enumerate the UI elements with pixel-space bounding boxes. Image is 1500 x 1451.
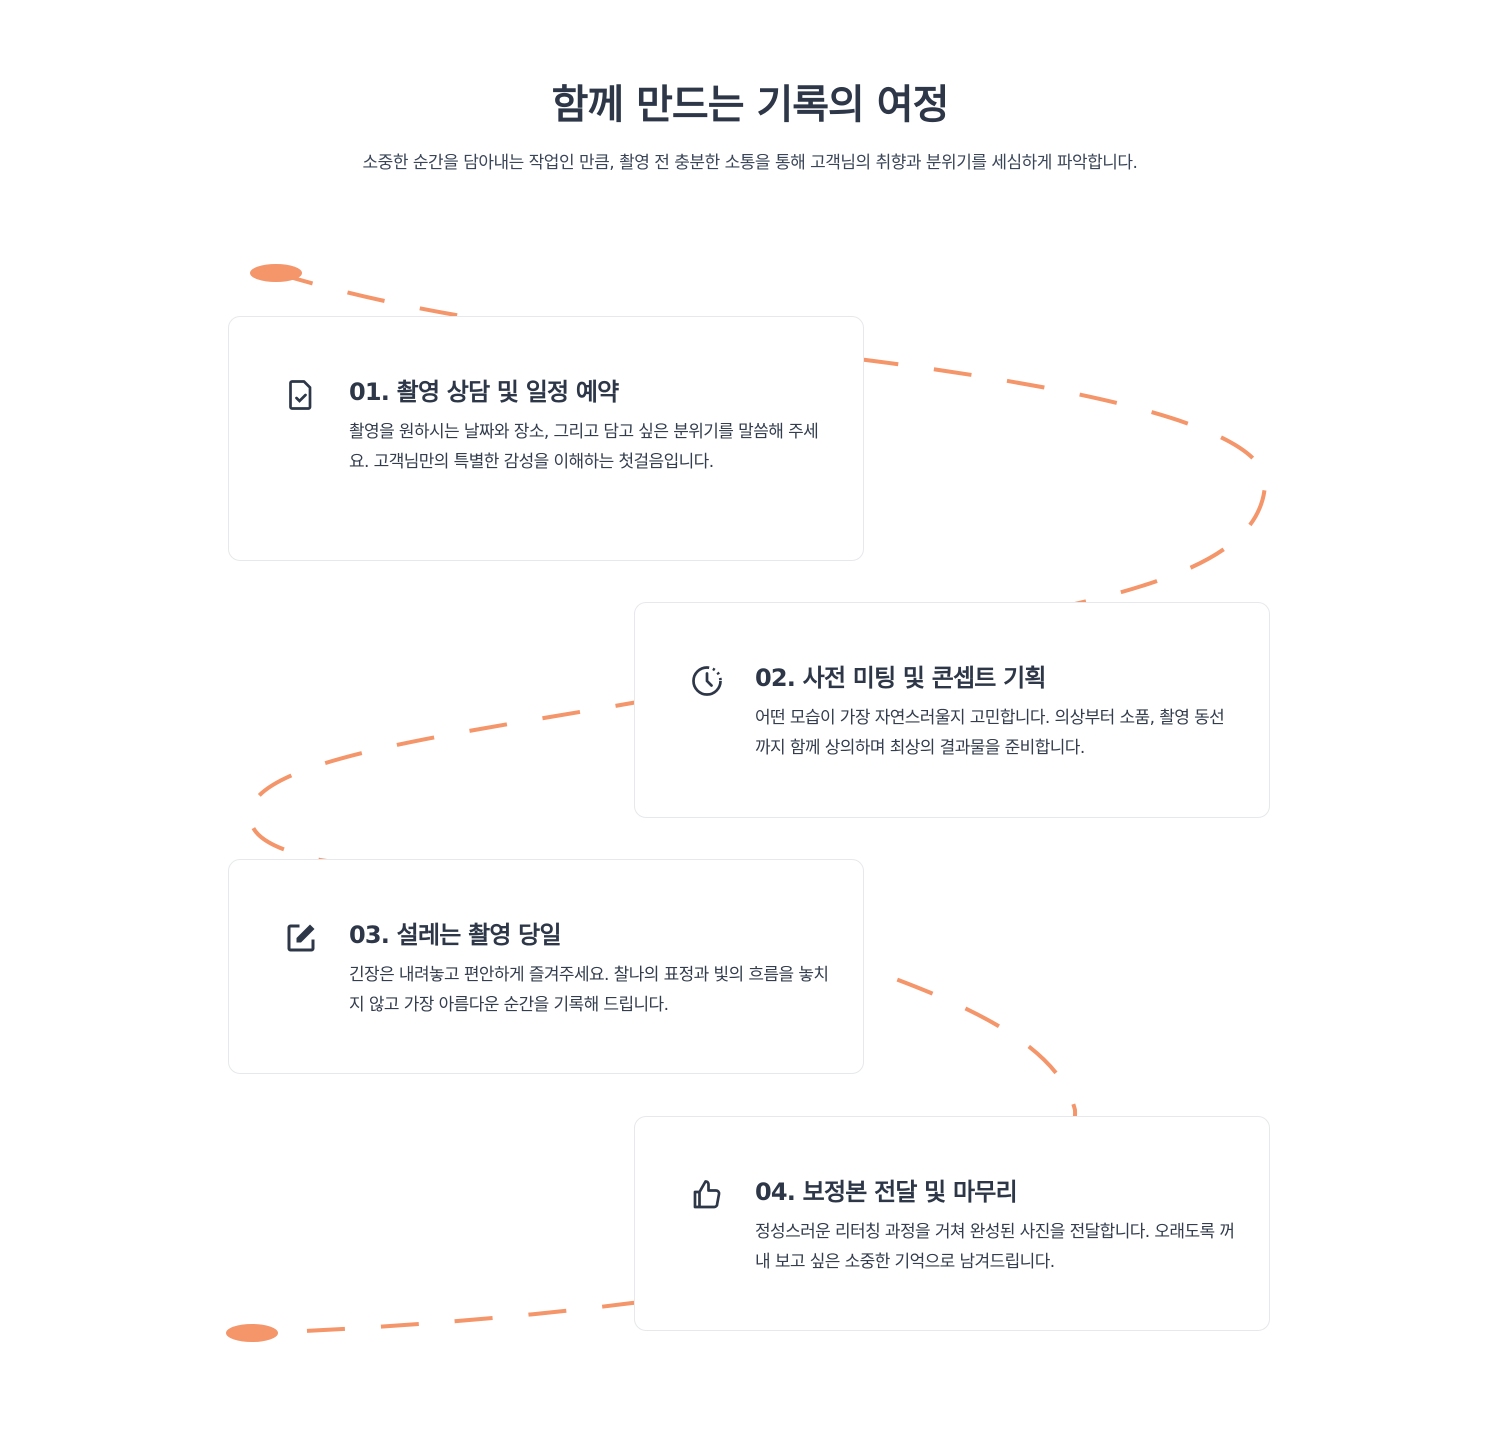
step-title: 03. 설레는 촬영 당일 xyxy=(349,921,562,949)
file-check-icon xyxy=(289,380,312,410)
step-description: 정성스러운 리터칭 과정을 거쳐 완성된 사진을 전달합니다. 오래도록 꺼내 … xyxy=(755,1222,1235,1272)
step-description: 어떤 모습이 가장 자연스러울지 고민합니다. 의상부터 소품, 촬영 동선까지… xyxy=(755,708,1225,758)
step-title: 01. 촬영 상담 및 일정 예약 xyxy=(349,378,619,406)
clock-icon xyxy=(692,666,722,696)
page-subtitle: 소중한 순간을 담아내는 작업인 만큼, 촬영 전 충분한 소통을 통해 고객님… xyxy=(362,153,1138,173)
thumbs-up-icon xyxy=(693,1180,721,1209)
route-start-dot xyxy=(250,264,302,282)
step-title: 02. 사전 미팅 및 콘셉트 기획 xyxy=(755,664,1047,692)
step-description: 촬영을 원하시는 날짜와 장소, 그리고 담고 싶은 분위기를 말씀해 주세요.… xyxy=(349,422,819,472)
page-title: 함께 만드는 기록의 여정 xyxy=(551,82,950,128)
step-card-2: 02. 사전 미팅 및 콘셉트 기획 어떤 모습이 가장 자연스러울지 고민합니… xyxy=(634,602,1270,818)
step-card-3: 03. 설레는 촬영 당일 긴장은 내려놓고 편안하게 즐겨주세요. 찰나의 표… xyxy=(228,859,864,1074)
step-title: 04. 보정본 전달 및 마무리 xyxy=(755,1178,1018,1206)
route-end-dot xyxy=(226,1324,278,1342)
edit-icon xyxy=(287,924,315,952)
step-card-1: 01. 촬영 상담 및 일정 예약 촬영을 원하시는 날짜와 장소, 그리고 담… xyxy=(228,316,864,561)
step-description: 긴장은 내려놓고 편안하게 즐겨주세요. 찰나의 표정과 빛의 흐름을 놓치지 … xyxy=(349,965,829,1015)
step-card-4: 04. 보정본 전달 및 마무리 정성스러운 리터칭 과정을 거쳐 완성된 사진… xyxy=(634,1116,1270,1331)
dashed-route-line xyxy=(247,271,1268,1335)
